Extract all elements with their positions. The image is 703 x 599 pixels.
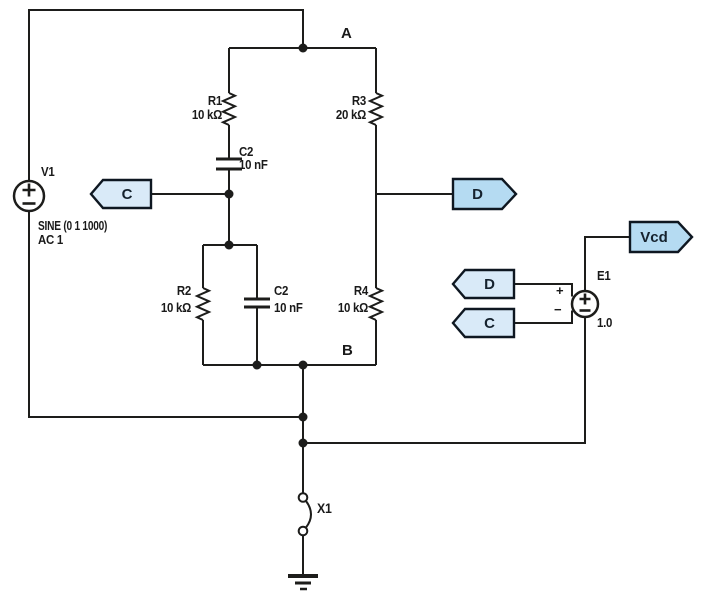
junction-dot [298, 43, 308, 53]
junction-dot [224, 240, 234, 250]
v1-sine-params: SINE (0 1 1000) [38, 218, 108, 233]
r4-value: 10 kΩ [337, 300, 368, 315]
net-tag-d-input-label: D [484, 275, 495, 293]
r1-designator: R1 [207, 93, 222, 108]
capacitor-c2-upper-icon [216, 125, 242, 245]
capacitor-c2-lower-icon [244, 245, 270, 365]
e1-minus-label: − [554, 302, 562, 317]
net-flag-c-input-icon [451, 307, 516, 339]
r1-value: 10 kΩ [191, 107, 222, 122]
net-tag-vcd-label: Vcd [640, 228, 668, 246]
node-label-b: B [342, 342, 353, 359]
c2-lower-value: 10 nF [274, 300, 303, 315]
c2-upper-designator: C2 [239, 144, 254, 159]
v1-designator: V1 [41, 164, 55, 179]
wire-e1-bottom-loop [303, 317, 586, 444]
resistor-r4-icon [367, 287, 385, 365]
r3-designator: R3 [351, 93, 366, 108]
e1-plus-label: + [556, 283, 564, 298]
resistor-r3-icon [367, 48, 385, 126]
voltage-source-v1-icon [12, 179, 46, 213]
net-tag-d-label: D [472, 185, 483, 203]
junction-dot [252, 360, 262, 370]
wire-e1-d-input [514, 283, 573, 297]
v1-ac-param: AC 1 [38, 232, 64, 247]
junction-dot [298, 438, 308, 448]
r2-designator: R2 [176, 283, 191, 298]
x1-designator: X1 [317, 500, 332, 516]
net-tag-c-label: C [121, 185, 133, 203]
net-flag-d-input-icon [451, 268, 516, 300]
wire-top-loop [28, 9, 304, 181]
junction-dot [224, 189, 234, 199]
net-flag-d-icon [451, 177, 518, 211]
r3-value: 20 kΩ [335, 107, 366, 122]
ground-icon [288, 574, 318, 591]
r4-designator: R4 [353, 283, 368, 298]
wire-v1-bottom-loop [28, 211, 303, 418]
e1-value: 1.0 [597, 315, 613, 330]
junction-dot [298, 360, 308, 370]
c2-upper-value: 10 nF [239, 157, 268, 172]
net-flag-c-icon [89, 178, 153, 210]
controlled-source-e1-icon [570, 289, 600, 319]
resistor-r2-icon [194, 245, 212, 365]
node-label-a: A [341, 25, 352, 42]
junction-dot [298, 412, 308, 422]
net-tag-c-input-label: C [484, 314, 495, 332]
resistor-r1-icon [220, 48, 238, 126]
wire-vcd-tag [584, 236, 630, 291]
net-flag-vcd-icon [628, 220, 694, 254]
c2-lower-designator: C2 [274, 283, 289, 298]
wire-e1-c-input [514, 310, 573, 324]
r2-value: 10 kΩ [160, 300, 191, 315]
e1-designator: E1 [597, 268, 611, 283]
switch-x1-icon [297, 492, 312, 537]
junction-dots [224, 43, 308, 448]
